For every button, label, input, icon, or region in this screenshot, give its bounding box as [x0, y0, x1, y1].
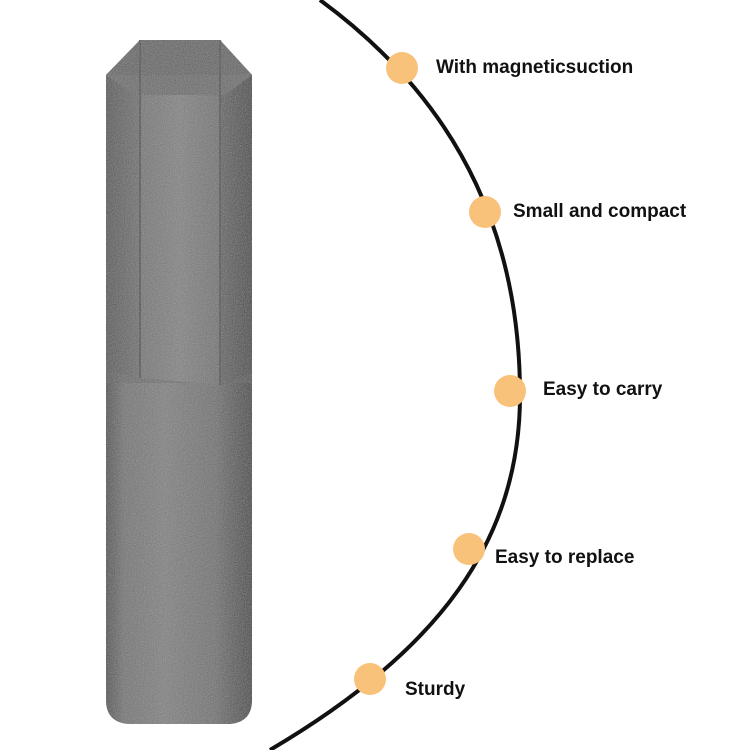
feature-label-magnetic: With magneticsuction — [436, 57, 634, 78]
bit-shank — [106, 365, 252, 724]
feature-dot-carry — [494, 375, 526, 407]
feature-label-replace: Easy to replace — [495, 547, 635, 568]
feature-label-sturdy: Sturdy — [405, 679, 466, 700]
feature-dot-replace — [453, 533, 485, 565]
feature-label-compact: Small and compact — [513, 201, 687, 222]
arc-line — [268, 0, 523, 750]
feature-label-carry: Easy to carry — [543, 379, 663, 400]
feature-dot-sturdy — [354, 663, 386, 695]
feature-dot-compact — [469, 196, 501, 228]
feature-dot-magnetic — [386, 52, 418, 84]
bit-hex-head — [106, 40, 252, 385]
